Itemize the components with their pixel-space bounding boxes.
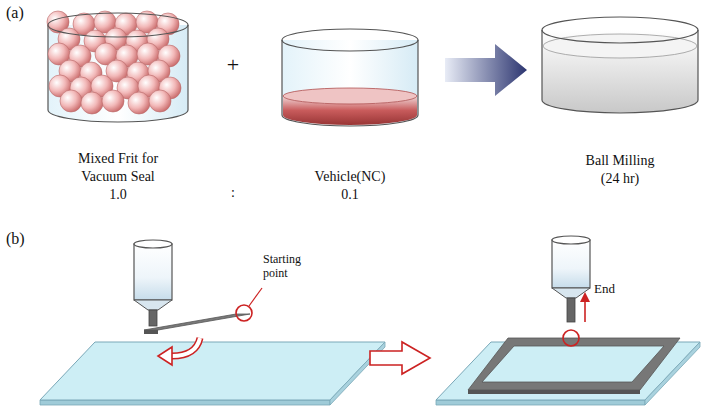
end-marker xyxy=(563,330,579,346)
dispenser-syringe xyxy=(552,236,590,322)
frit-ball xyxy=(149,90,171,112)
lift-arrow xyxy=(584,300,586,322)
component-label: Vehicle(NC) xyxy=(315,168,386,186)
frit-ball xyxy=(60,90,82,112)
dispenser-syringe xyxy=(134,240,172,326)
panel-label: (a) xyxy=(6,4,24,22)
callout-label: Starting point xyxy=(263,252,315,280)
leader-line xyxy=(249,288,262,306)
frit-dish xyxy=(47,11,188,122)
component-label: Mixed Frit for Vacuum Seal xyxy=(58,150,178,186)
vehicle-dish xyxy=(282,29,418,126)
milling-jar xyxy=(542,17,698,113)
frit-ball xyxy=(102,90,124,112)
lift-arrow xyxy=(580,292,590,302)
seal-bead xyxy=(144,330,158,334)
seal-bead xyxy=(144,314,250,330)
plus-sign: + xyxy=(227,56,239,74)
ratio-separator: : xyxy=(231,184,235,202)
step-duration: (24 hr) xyxy=(601,170,640,188)
process-arrow xyxy=(445,44,527,96)
direction-arrow xyxy=(158,338,200,365)
ratio-number: 1.0 xyxy=(109,186,127,204)
step-label: Ball Milling xyxy=(586,152,655,170)
glass-plate xyxy=(40,342,385,405)
frit-ball xyxy=(128,92,150,114)
frit-ball xyxy=(81,92,103,114)
seal-frame xyxy=(468,390,640,394)
ratio-number: 0.1 xyxy=(341,186,359,204)
start-marker xyxy=(236,305,252,321)
panel-label: (b) xyxy=(6,230,25,248)
callout-label: End xyxy=(594,280,615,298)
step-arrow xyxy=(370,342,430,374)
